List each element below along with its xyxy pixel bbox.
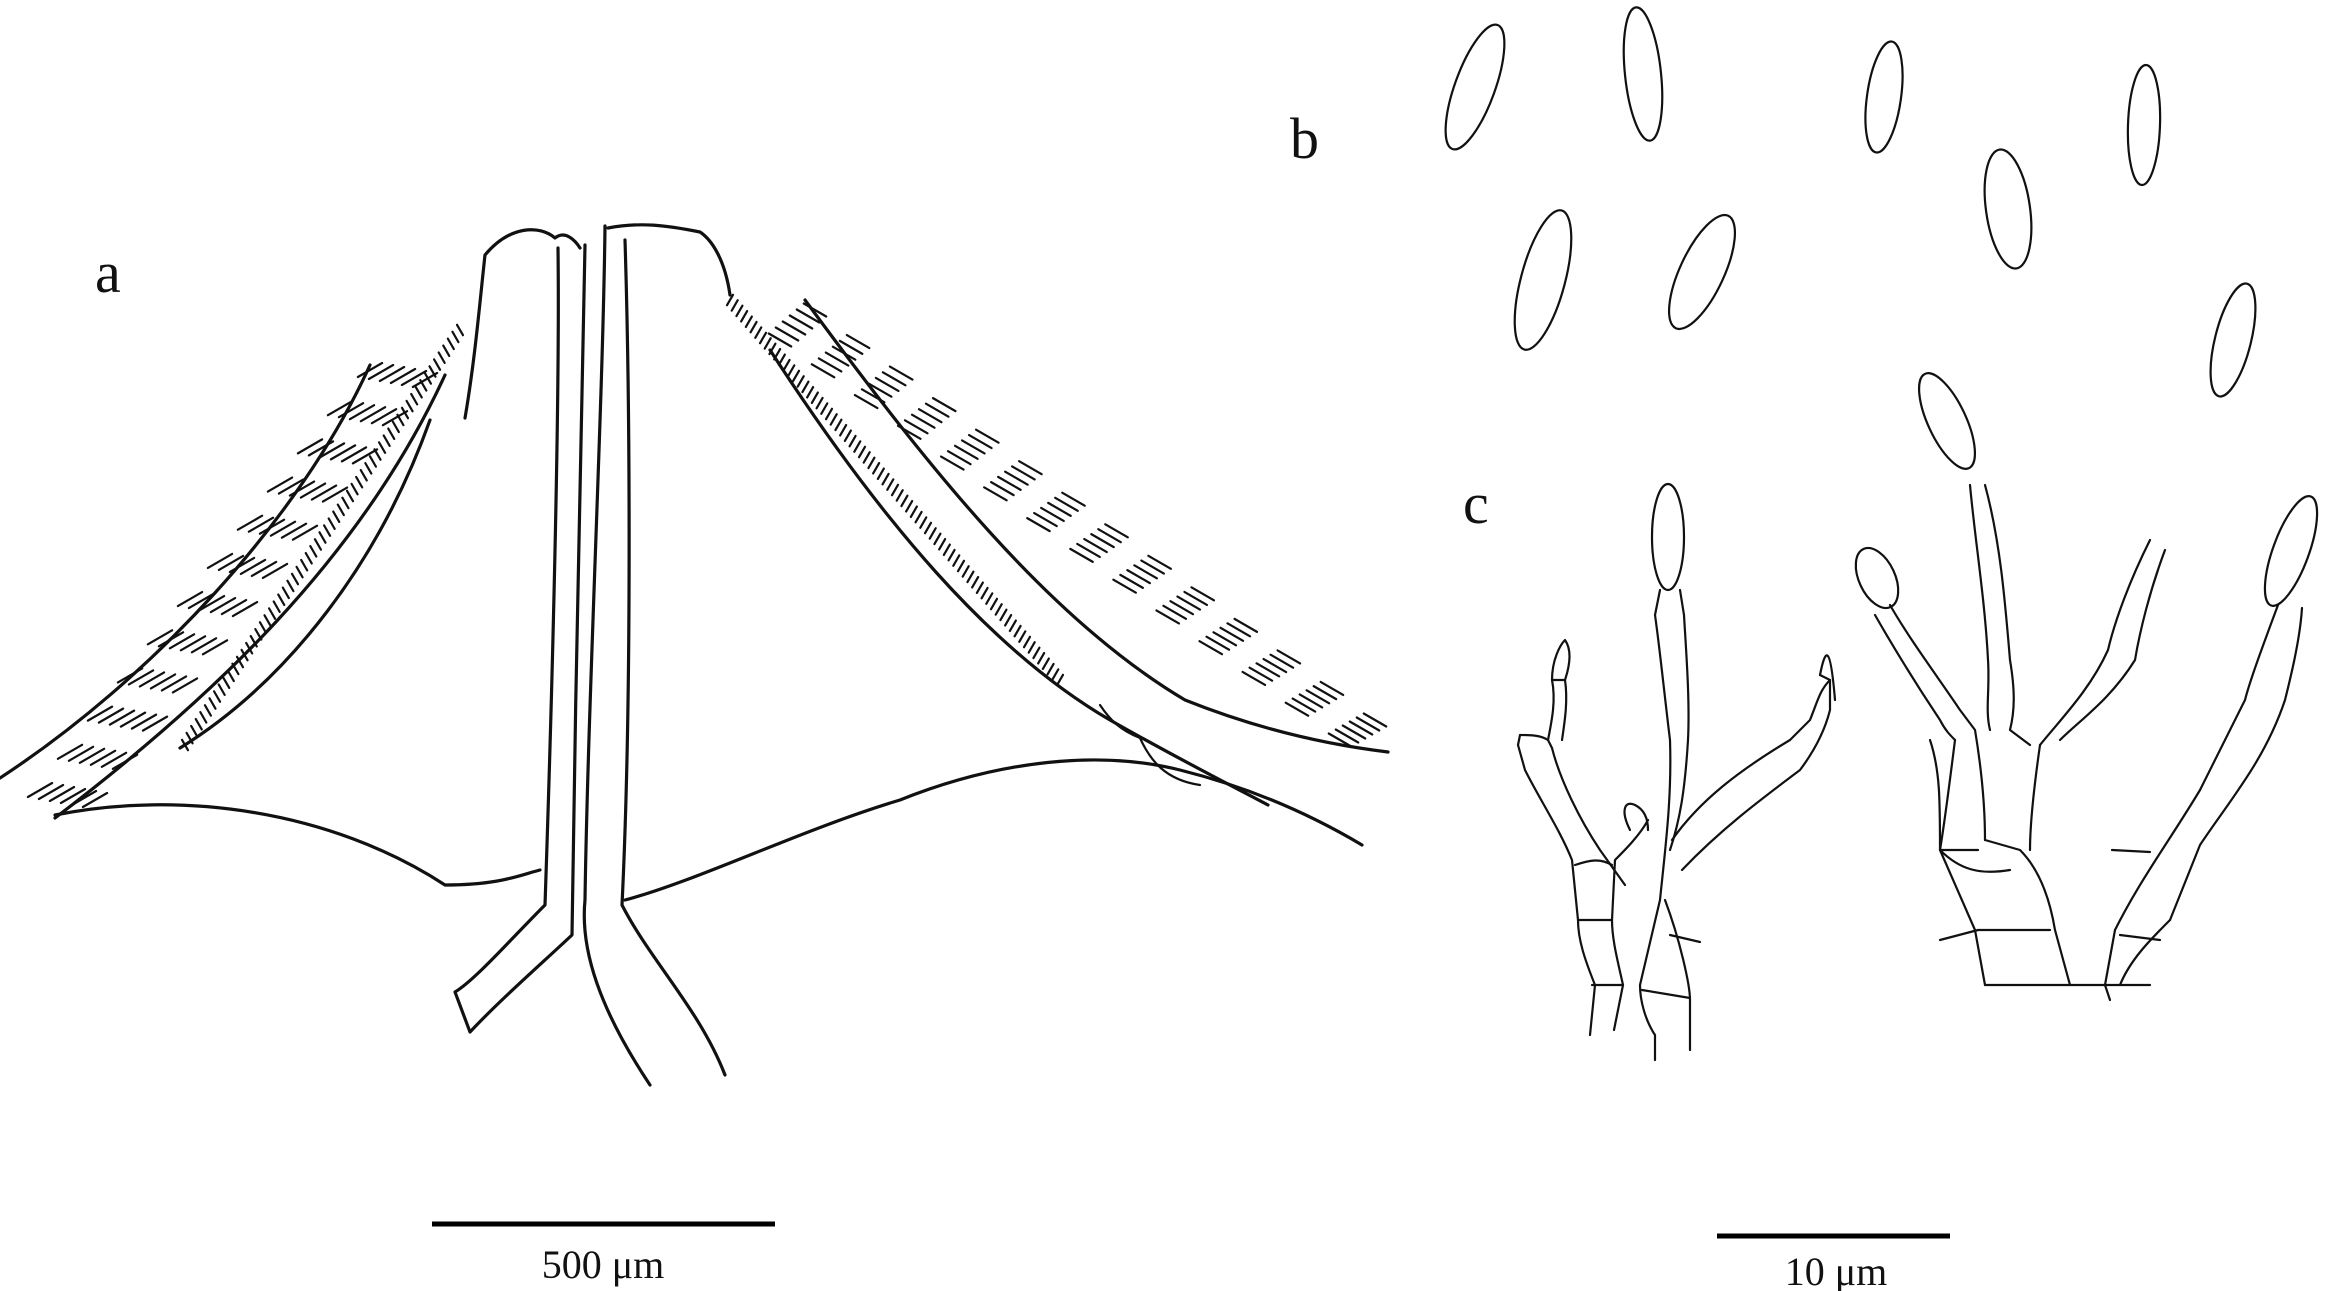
panel-c-label: c	[1463, 471, 1489, 536]
conidiophore-right	[1854, 372, 2319, 1002]
conidium	[1917, 372, 1977, 470]
conidium	[1513, 209, 1573, 351]
stroma-dotted-borders	[180, 293, 1065, 752]
conidium	[2209, 282, 2257, 398]
conidium	[1444, 23, 1506, 151]
conidioma-left-wall	[0, 361, 447, 820]
scale-bar-c-label: 10 μm	[1785, 1249, 1888, 1291]
conidioma-base	[53, 758, 1364, 902]
wall-hatching-right	[767, 302, 1388, 748]
panel-a-label: a	[95, 240, 121, 305]
conidia	[1444, 6, 2257, 398]
panel-c: c	[1463, 372, 2319, 1291]
conidium	[1667, 213, 1737, 331]
scale-bar-c: 10 μm	[1717, 1233, 1950, 1291]
scale-bar-a-label: 500 μm	[542, 1242, 665, 1287]
scale-bar-a: 500 μm	[432, 1221, 775, 1287]
conidioma-right-wall	[767, 298, 1390, 807]
ostiole-neck	[453, 223, 732, 1087]
conidium	[1864, 40, 1904, 154]
conidiophore-left	[1516, 482, 1837, 1062]
conidium	[2126, 63, 2162, 187]
conidium	[2263, 495, 2319, 607]
conidium	[1983, 148, 2033, 270]
conidium	[1650, 482, 1686, 592]
wall-hatching-left	[26, 361, 439, 809]
panel-a: a	[0, 223, 1390, 1287]
panel-b: b	[1290, 6, 2257, 398]
conidium	[1854, 546, 1900, 610]
conidium	[1622, 6, 1664, 142]
panel-b-label: b	[1290, 106, 1319, 171]
